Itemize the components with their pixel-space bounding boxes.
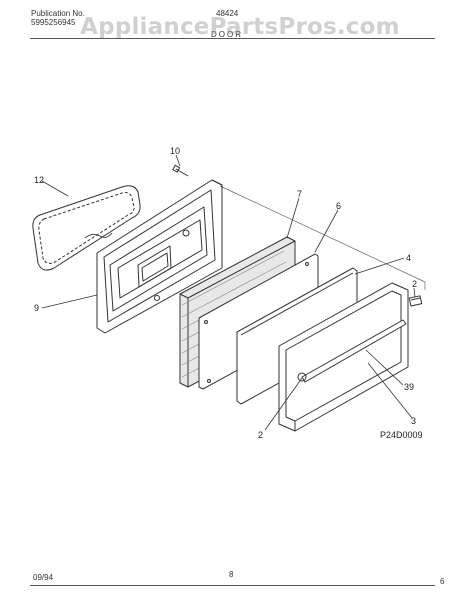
leader-lines xyxy=(41,154,416,431)
door-liner xyxy=(96,179,223,334)
watermark: AppliancePartsPros.com xyxy=(80,14,400,40)
publication-label: Publication No. xyxy=(31,9,85,18)
callout-7: 7 xyxy=(297,189,302,199)
publication-number: 5995256945 xyxy=(31,18,76,27)
callout-39: 39 xyxy=(404,382,414,392)
assembly-guide-lines xyxy=(219,185,426,290)
footer-rule xyxy=(30,585,435,586)
callout-3: 3 xyxy=(411,416,416,426)
header-rule xyxy=(30,38,435,39)
callout-2-top: 2 xyxy=(412,279,417,289)
drawing-code: P24D0009 xyxy=(380,430,423,440)
callout-6: 6 xyxy=(336,201,341,211)
callout-2-bottom: 2 xyxy=(258,430,263,440)
handle-end-cap xyxy=(408,295,423,307)
section-title: DOOR xyxy=(211,30,243,39)
callout-4: 4 xyxy=(406,253,411,263)
footer-page: 8 xyxy=(229,570,234,579)
callout-12: 12 xyxy=(34,175,44,185)
callout-10: 10 xyxy=(170,146,180,156)
door-handle xyxy=(297,319,407,383)
callout-9: 9 xyxy=(34,303,39,313)
model-number: 48424 xyxy=(216,9,239,18)
door-gasket xyxy=(32,185,141,271)
screw-part-10 xyxy=(172,164,189,177)
footer-corner: 6 xyxy=(440,577,445,586)
footer-date: 09/94 xyxy=(33,573,54,582)
